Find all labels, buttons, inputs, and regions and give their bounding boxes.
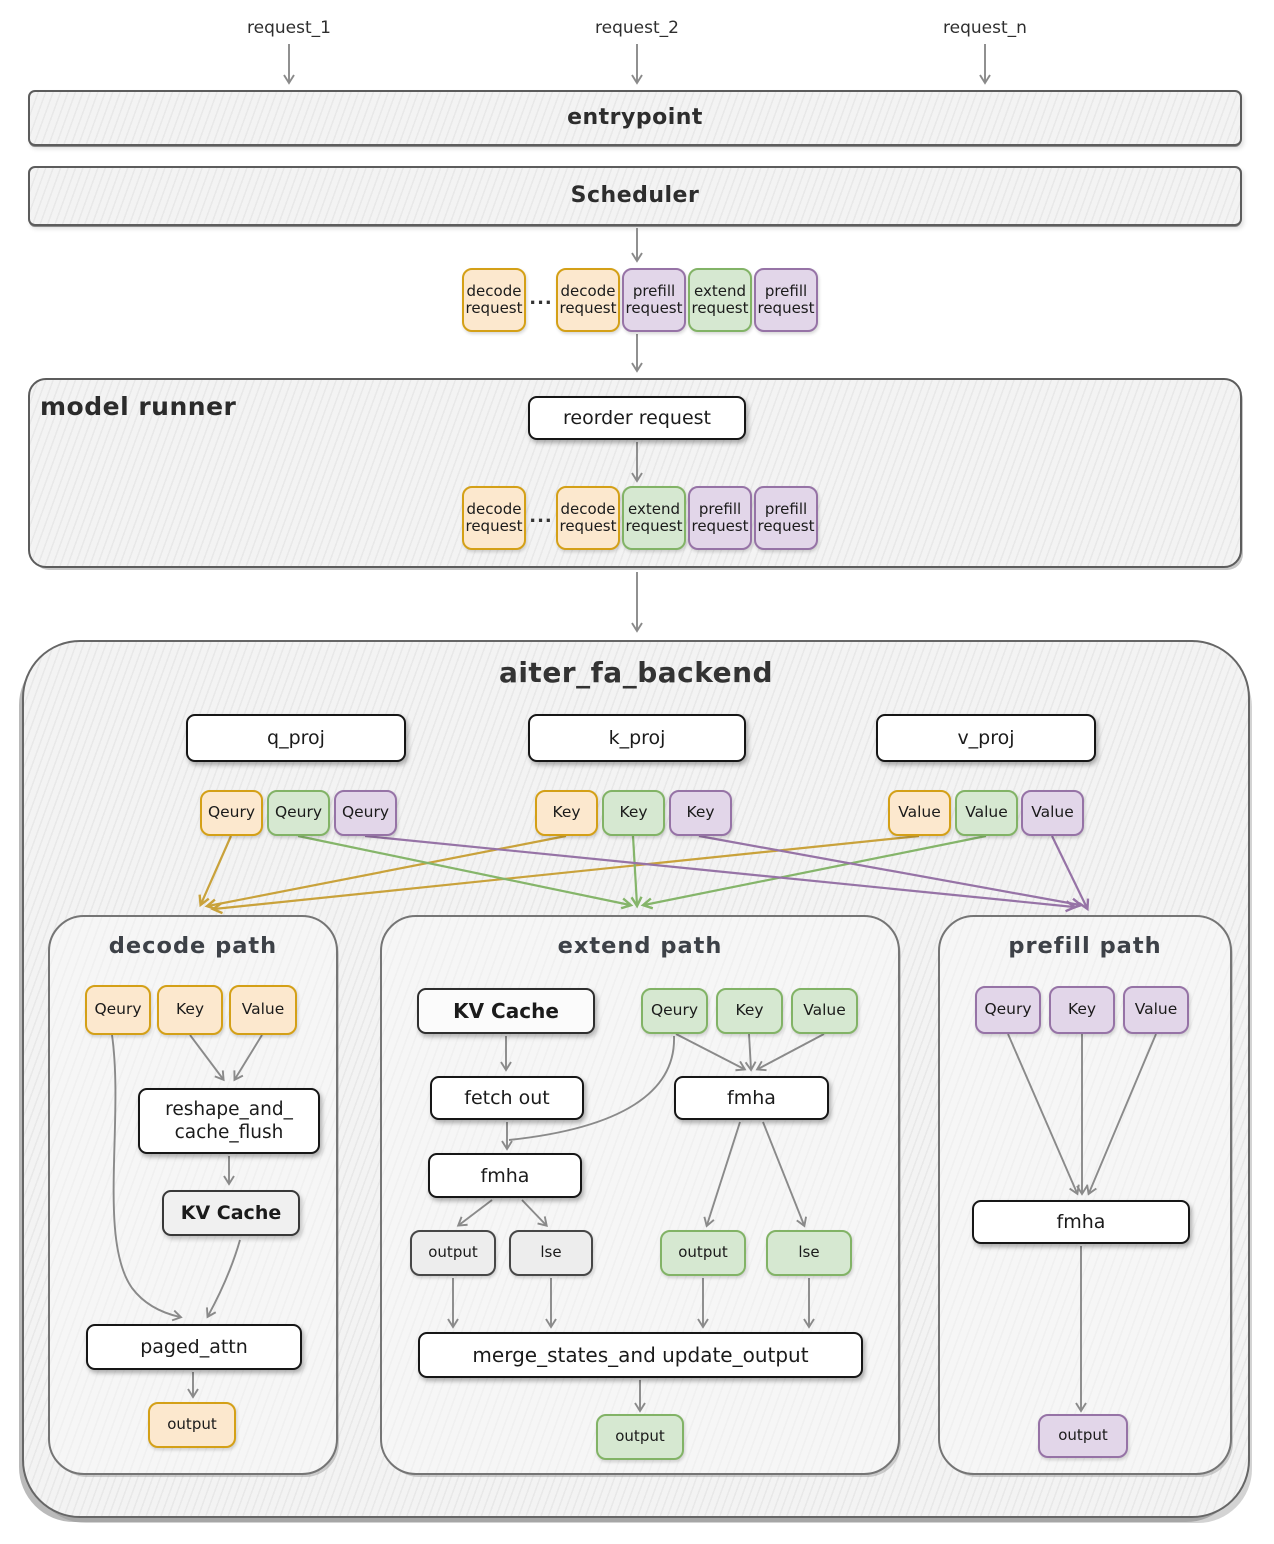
arrow-query-to-decode (198, 835, 233, 908)
arrow-prefill-value-to-fmha (1086, 1033, 1157, 1196)
backend-title: aiter_fa_backend (498, 656, 774, 689)
prefill-query-tag: Qeury (975, 986, 1041, 1034)
entrypoint-bar: entrypoint (28, 90, 1242, 146)
query-tag-extend: Qeury (267, 790, 330, 836)
value-tag-extend: Value (955, 790, 1018, 836)
prefill-output-tag: output (1038, 1414, 1128, 1458)
model-runner-title: model runner (40, 392, 237, 421)
key-tag-prefill: Key (669, 790, 732, 836)
prefill-key-tag: Key (1049, 986, 1115, 1034)
decode-path-title: decode path (108, 933, 278, 959)
arrow-extend-value-to-fmha-right (755, 1033, 825, 1072)
arrow-fmha-right-to-output (703, 1121, 741, 1228)
paged-attn-box: paged_attn (86, 1324, 302, 1370)
query-tag-prefill: Qeury (334, 790, 397, 836)
extend-query-tag: Qeury (641, 988, 708, 1034)
prefill-value-tag: Value (1123, 986, 1189, 1034)
scheduler-bar: Scheduler (28, 166, 1242, 226)
extend-lse-left-tag: lse (509, 1230, 593, 1276)
fetch-out-box: fetch out (430, 1076, 584, 1120)
reshape-and-cache-flush-box: reshape_and_ cache_flush (138, 1088, 320, 1154)
queue1-ellipsis: ... (529, 288, 553, 309)
k-proj-box: k_proj (528, 714, 746, 762)
arrow-fmha-right-to-lse (762, 1121, 807, 1228)
arrow-key-to-prefill (698, 834, 1084, 910)
request-n-label: request_n (943, 18, 1027, 38)
value-tag-decode: Value (888, 790, 951, 836)
arrow-query-to-prefill (364, 834, 1078, 913)
extend-kv-cache-box: KV Cache (417, 988, 595, 1034)
scheduler-label: Scheduler (570, 183, 700, 208)
decode-query-tag: Qeury (85, 985, 151, 1035)
extend-fmha-right-box: fmha (674, 1076, 829, 1120)
key-tag-decode: Key (535, 790, 598, 836)
extend-final-output-tag: output (596, 1414, 684, 1460)
arrow-query-to-extend (297, 834, 634, 910)
entrypoint-label: entrypoint (567, 105, 703, 130)
arrow-decode-value-to-reshape (233, 1034, 263, 1082)
decode-kv-cache-box: KV Cache (162, 1190, 300, 1236)
arrow-key-to-decode (204, 834, 567, 911)
extend-path-title: extend path (557, 933, 723, 959)
value-tag-prefill: Value (1021, 790, 1084, 836)
decode-output-tag: output (148, 1402, 236, 1448)
arrow-extend-key-to-fmha-right (744, 1033, 757, 1072)
arrow-value-to-decode (210, 834, 920, 915)
merge-states-box: merge_states_and update_output (418, 1332, 863, 1378)
arrow-extend-query-to-fmha-right (675, 1033, 747, 1072)
extend-output-right-tag: output (660, 1230, 746, 1276)
queue2-ellipsis: ... (529, 506, 553, 527)
arrow-extend-query-to-fmha-left (508, 1035, 675, 1141)
arrow-fmha-left-to-lse (521, 1199, 548, 1228)
arrow-value-to-prefill (1051, 835, 1090, 912)
decode-value-tag: Value (229, 985, 297, 1035)
request-1-label: request_1 (247, 18, 331, 38)
query-tag-decode: Qeury (200, 790, 263, 836)
q-proj-box: q_proj (186, 714, 406, 762)
key-tag-extend: Key (602, 790, 665, 836)
reorder-request-box: reorder request (528, 396, 746, 440)
extend-key-tag: Key (716, 988, 783, 1034)
extend-value-tag: Value (791, 988, 858, 1034)
request-2-label: request_2 (595, 18, 679, 38)
extend-lse-right-tag: lse (766, 1230, 852, 1276)
arrow-prefill-query-to-fmha (1007, 1033, 1080, 1196)
arrow-decode-query-to-paged-attn (111, 1034, 183, 1322)
extend-output-left-tag: output (410, 1230, 496, 1276)
prefill-fmha-box: fmha (972, 1200, 1190, 1244)
arrow-fmha-left-to-output (456, 1199, 493, 1227)
v-proj-box: v_proj (876, 714, 1096, 762)
arrow-decode-key-to-reshape (189, 1034, 225, 1082)
decode-key-tag: Key (157, 985, 223, 1035)
prefill-path-title: prefill path (1008, 933, 1162, 959)
arrow-key-to-extend (630, 835, 643, 909)
arrow-value-to-extend (640, 834, 987, 910)
arrow-kvcache-to-paged-attn (206, 1239, 241, 1319)
extend-fmha-left-box: fmha (428, 1153, 582, 1198)
